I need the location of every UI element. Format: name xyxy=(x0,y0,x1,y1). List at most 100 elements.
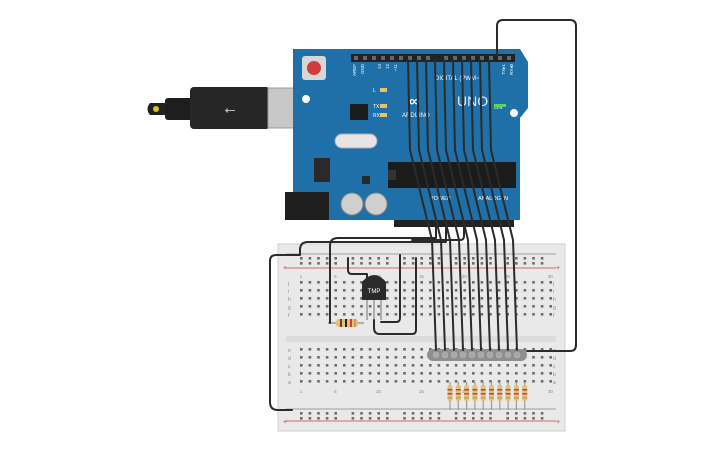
rail-hole[interactable] xyxy=(360,257,363,260)
wire-gnd-rail[interactable] xyxy=(269,401,293,411)
led-bar-graph[interactable] xyxy=(427,349,527,361)
rail-hole[interactable] xyxy=(325,257,329,260)
rail-hole[interactable] xyxy=(489,412,492,415)
breadboard-hole[interactable] xyxy=(325,372,329,375)
header-pin[interactable] xyxy=(399,56,403,60)
rail-hole[interactable] xyxy=(454,262,458,265)
rail-hole[interactable] xyxy=(540,412,544,415)
breadboard-hole[interactable] xyxy=(325,297,329,300)
breadboard-hole[interactable] xyxy=(325,348,329,351)
breadboard-hole[interactable] xyxy=(437,305,441,308)
rail-hole[interactable] xyxy=(506,257,509,260)
header-pin[interactable] xyxy=(498,56,502,60)
rail-hole[interactable] xyxy=(506,262,509,265)
breadboard-hole[interactable] xyxy=(360,372,363,375)
rail-hole[interactable] xyxy=(532,257,535,260)
breadboard-hole[interactable] xyxy=(343,297,346,300)
rail-hole[interactable] xyxy=(351,412,355,415)
breadboard-hole[interactable] xyxy=(325,356,329,359)
breadboard-hole[interactable] xyxy=(403,297,406,300)
breadboard-hole[interactable] xyxy=(351,313,355,316)
breadboard-hole[interactable] xyxy=(411,289,415,292)
breadboard-hole[interactable] xyxy=(489,281,492,284)
rail-hole[interactable] xyxy=(532,417,535,420)
breadboard-hole[interactable] xyxy=(429,281,432,284)
breadboard-hole[interactable] xyxy=(489,364,492,367)
breadboard-hole[interactable] xyxy=(549,281,552,284)
breadboard-hole[interactable] xyxy=(300,380,303,383)
rail-hole[interactable] xyxy=(429,262,432,265)
breadboard-hole[interactable] xyxy=(334,364,337,367)
breadboard-hole[interactable] xyxy=(506,297,509,300)
rail-hole[interactable] xyxy=(454,417,458,420)
breadboard-hole[interactable] xyxy=(523,372,527,375)
breadboard-hole[interactable] xyxy=(394,372,398,375)
header-pin[interactable] xyxy=(417,56,421,60)
breadboard-hole[interactable] xyxy=(437,297,441,300)
breadboard-hole[interactable] xyxy=(394,297,398,300)
rail-hole[interactable] xyxy=(472,412,475,415)
breadboard-hole[interactable] xyxy=(377,364,380,367)
rail-hole[interactable] xyxy=(506,412,509,415)
breadboard-hole[interactable] xyxy=(540,372,544,375)
breadboard-hole[interactable] xyxy=(308,305,312,308)
breadboard-hole[interactable] xyxy=(343,313,346,316)
breadboard-hole[interactable] xyxy=(386,356,389,359)
breadboard-hole[interactable] xyxy=(540,364,544,367)
breadboard-hole[interactable] xyxy=(343,380,346,383)
breadboard-hole[interactable] xyxy=(429,364,432,367)
wire-sensor-vcc[interactable] xyxy=(347,257,368,281)
breadboard-hole[interactable] xyxy=(429,372,432,375)
breadboard-hole[interactable] xyxy=(463,281,466,284)
breadboard-hole[interactable] xyxy=(386,372,389,375)
breadboard-hole[interactable] xyxy=(325,313,329,316)
breadboard-hole[interactable] xyxy=(540,297,544,300)
breadboard-hole[interactable] xyxy=(308,313,312,316)
breadboard-hole[interactable] xyxy=(403,313,406,316)
rail-hole[interactable] xyxy=(420,257,423,260)
breadboard-hole[interactable] xyxy=(343,348,346,351)
breadboard-hole[interactable] xyxy=(480,364,484,367)
rail-hole[interactable] xyxy=(317,412,320,415)
breadboard-hole[interactable] xyxy=(420,372,423,375)
breadboard-hole[interactable] xyxy=(532,356,535,359)
wire-digital-to-led[interactable] xyxy=(416,59,446,351)
breadboard-hole[interactable] xyxy=(411,372,415,375)
led-segment[interactable] xyxy=(458,350,468,360)
breadboard-hole[interactable] xyxy=(403,289,406,292)
led-segment[interactable] xyxy=(440,350,450,360)
breadboard-hole[interactable] xyxy=(549,289,552,292)
rail-hole[interactable] xyxy=(377,257,380,260)
breadboard-hole[interactable] xyxy=(351,305,355,308)
breadboard-hole[interactable] xyxy=(480,313,484,316)
rail-hole[interactable] xyxy=(454,412,458,415)
breadboard-hole[interactable] xyxy=(446,364,449,367)
breadboard-hole[interactable] xyxy=(429,313,432,316)
breadboard-hole[interactable] xyxy=(317,313,320,316)
breadboard-hole[interactable] xyxy=(317,372,320,375)
breadboard-hole[interactable] xyxy=(549,372,552,375)
breadboard-hole[interactable] xyxy=(308,289,312,292)
led-segment[interactable] xyxy=(449,350,459,360)
breadboard-hole[interactable] xyxy=(343,281,346,284)
rail-hole[interactable] xyxy=(523,412,527,415)
breadboard-hole[interactable] xyxy=(454,305,458,308)
breadboard-hole[interactable] xyxy=(351,380,355,383)
breadboard-hole[interactable] xyxy=(360,281,363,284)
rail-hole[interactable] xyxy=(351,417,355,420)
wire-digital-to-led[interactable] xyxy=(470,59,500,351)
breadboard-hole[interactable] xyxy=(549,380,552,383)
breadboard-hole[interactable] xyxy=(394,313,398,316)
rail-hole[interactable] xyxy=(515,417,518,420)
rail-hole[interactable] xyxy=(325,262,329,265)
breadboard-hole[interactable] xyxy=(497,289,501,292)
breadboard-hole[interactable] xyxy=(403,305,406,308)
breadboard-hole[interactable] xyxy=(532,297,535,300)
breadboard-hole[interactable] xyxy=(523,289,527,292)
breadboard-hole[interactable] xyxy=(308,297,312,300)
breadboard-hole[interactable] xyxy=(540,356,544,359)
breadboard-hole[interactable] xyxy=(437,289,441,292)
led-segment[interactable] xyxy=(503,350,513,360)
breadboard-hole[interactable] xyxy=(540,305,544,308)
rail-hole[interactable] xyxy=(463,417,466,420)
